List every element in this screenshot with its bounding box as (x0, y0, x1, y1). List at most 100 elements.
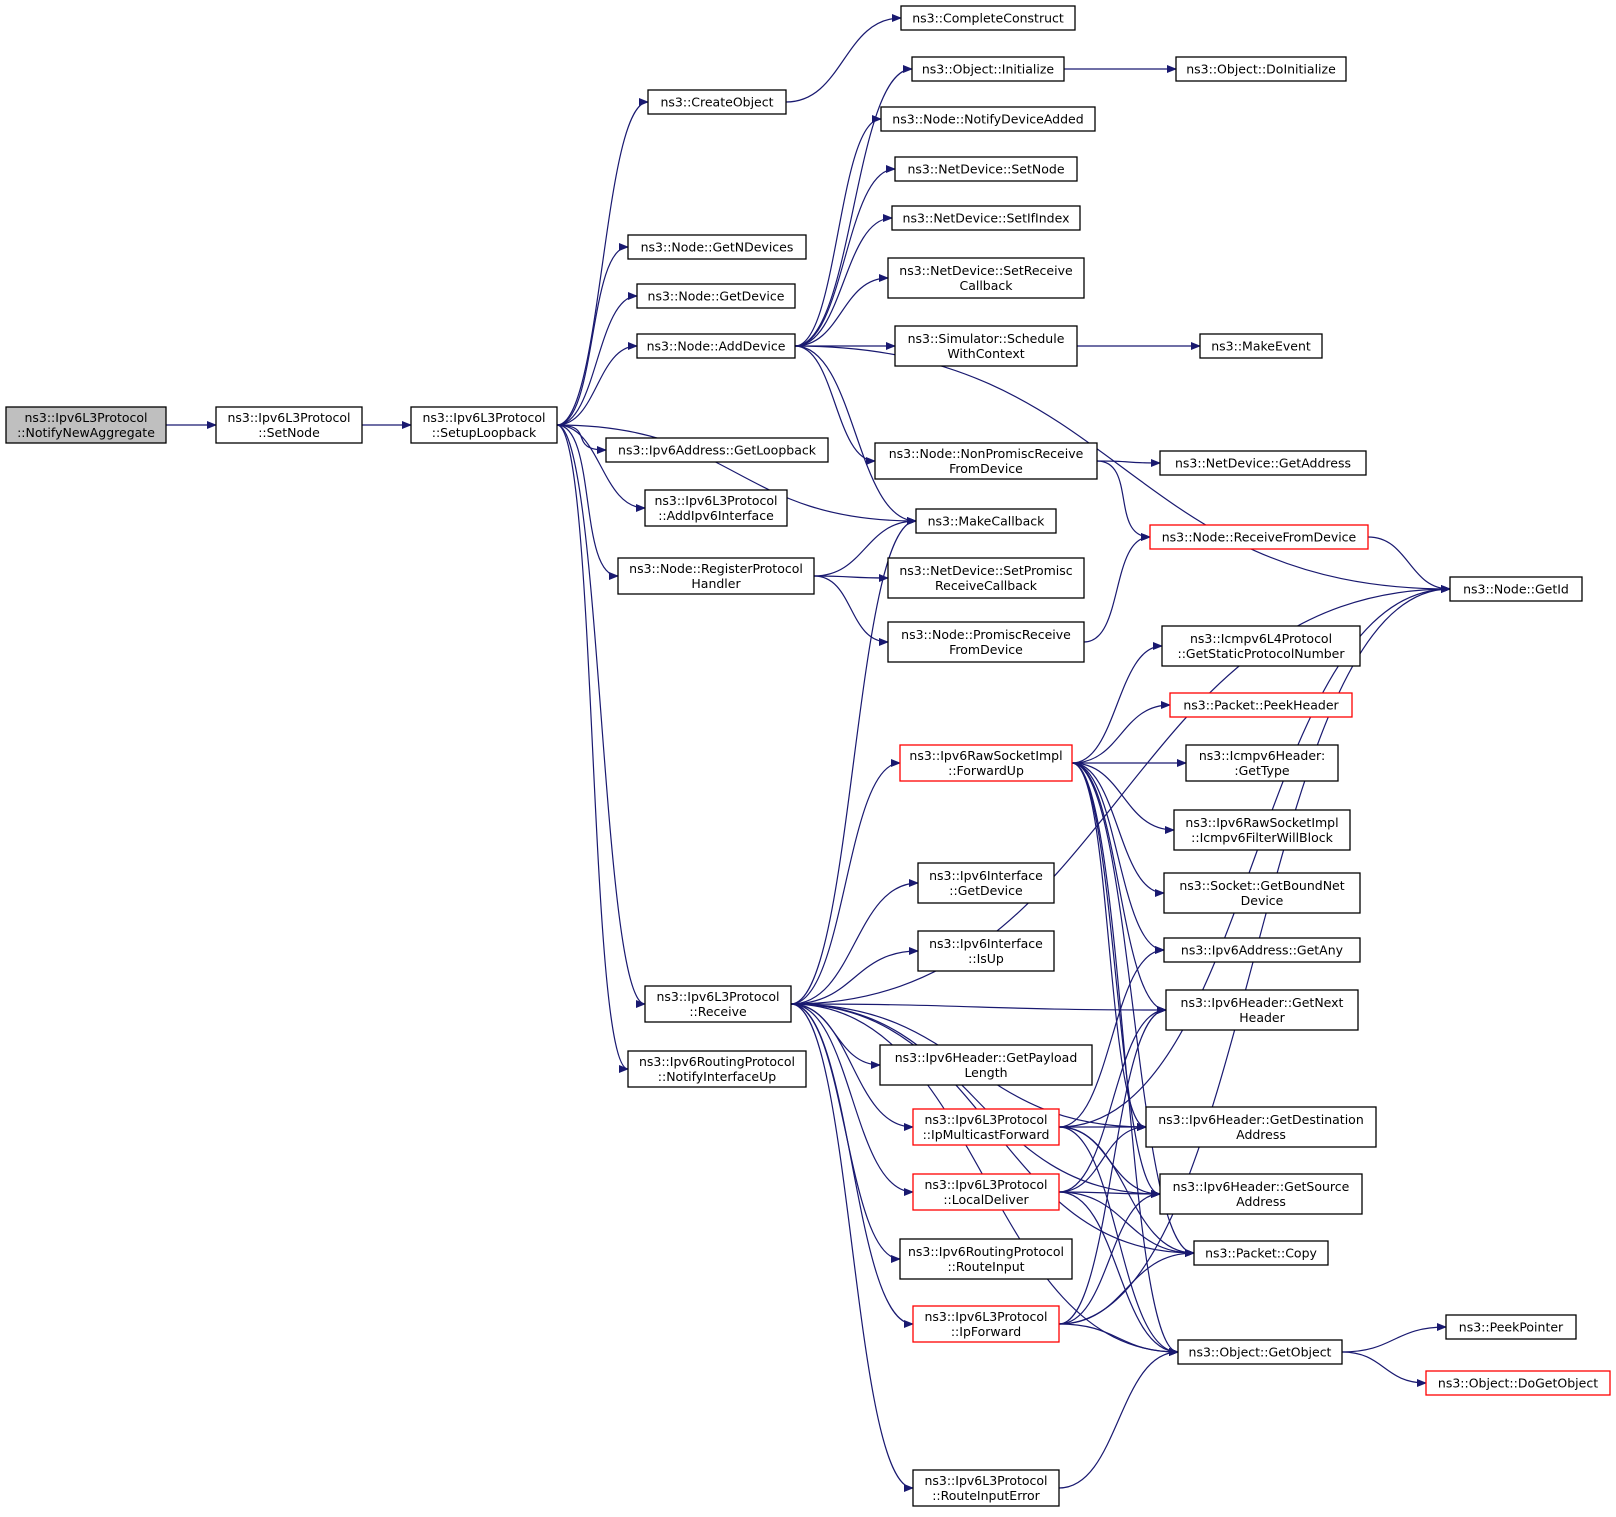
graph-node[interactable]: ns3::CreateObject (647, 89, 787, 115)
node-box (891, 205, 1081, 231)
call-edge (556, 243, 629, 426)
graph-node[interactable]: ns3::Packet::PeekHeader (1169, 692, 1353, 718)
graph-node[interactable]: ns3::Node::NotifyDeviceAdded (880, 106, 1096, 132)
call-edge (556, 424, 619, 580)
graph-node[interactable]: ns3::NetDevice::SetNode (894, 156, 1078, 182)
node-label: ::IsUp (968, 951, 1004, 966)
node-label: ns3::Ipv6RawSocketImpl (909, 748, 1062, 763)
graph-node[interactable]: ns3::Ipv6L3Protocol::SetNode (215, 406, 363, 444)
node-box (644, 985, 792, 1023)
call-edge (1071, 762, 1165, 897)
call-edge (1083, 533, 1151, 643)
graph-node[interactable]: ns3::MakeCallback (915, 508, 1057, 534)
call-edge (794, 274, 889, 347)
node-label: ns3::Ipv6L3Protocol (924, 1177, 1047, 1192)
node-box (1163, 937, 1361, 963)
graph-node[interactable]: ns3::Ipv6L3Protocol::LocalDeliver (912, 1173, 1060, 1211)
node-label: ns3::PeekPointer (1459, 1320, 1564, 1335)
node-box (912, 1173, 1060, 1211)
graph-node[interactable]: ns3::Ipv6L3Protocol::IpMulticastForward (912, 1108, 1060, 1146)
graph-node[interactable]: ns3::NetDevice::GetAddress (1159, 450, 1367, 476)
graph-node[interactable]: ns3::NetDevice::SetPromiscReceiveCallbac… (887, 557, 1085, 599)
graph-node[interactable]: ns3::Packet::Copy (1193, 1240, 1329, 1266)
graph-node[interactable]: ns3::Icmpv6Header::GetType (1185, 744, 1339, 782)
graph-node[interactable]: ns3::Node::AddDevice (636, 333, 796, 359)
node-box (880, 106, 1096, 132)
node-box (917, 862, 1055, 904)
graph-node[interactable]: ns3::Node::GetNDevices (627, 234, 807, 260)
graph-node[interactable]: ns3::Ipv6L3Protocol::NotifyNewAggregate (5, 406, 167, 444)
node-label: ns3::CompleteConstruct (912, 11, 1064, 26)
node-label: ns3::Ipv6L3Protocol (227, 410, 350, 425)
node-label: ns3::MakeCallback (928, 514, 1046, 529)
node-label: ::NotifyNewAggregate (17, 425, 155, 440)
graph-node[interactable]: ns3::Icmpv6L4Protocol::GetStaticProtocol… (1161, 625, 1361, 667)
node-label: ns3::Simulator::Schedule (908, 331, 1065, 346)
call-edge (556, 424, 917, 525)
call-edge (1058, 1190, 1161, 1325)
node-box (617, 557, 815, 595)
node-label: ns3::Ipv6L3Protocol (924, 1309, 1047, 1324)
graph-node[interactable]: ns3::Ipv6Address::GetLoopback (605, 437, 829, 463)
node-label: ::Receive (689, 1004, 747, 1019)
node-label: ns3::Object::DoInitialize (1186, 62, 1336, 77)
call-edge (1367, 536, 1451, 593)
graph-node[interactable]: ns3::Object::Initialize (911, 56, 1065, 82)
graph-node[interactable]: ns3::Node::ReceiveFromDevice (1149, 524, 1369, 550)
graph-node[interactable]: ns3::PeekPointer (1445, 1314, 1577, 1340)
graph-node[interactable]: ns3::Ipv6L3Protocol::IpForward (912, 1305, 1060, 1343)
call-edge (790, 1003, 914, 1492)
graph-node[interactable]: ns3::Object::DoInitialize (1175, 56, 1347, 82)
graph-node[interactable]: ns3::Ipv6RoutingProtocol::NotifyInterfac… (627, 1050, 807, 1088)
call-edge (790, 1003, 1167, 1014)
node-label: ::GetDevice (949, 883, 1023, 898)
graph-node[interactable]: ns3::Ipv6RawSocketImpl::ForwardUp (899, 744, 1073, 782)
graph-node[interactable]: ns3::MakeEvent (1199, 333, 1323, 359)
call-edge (790, 1003, 1161, 1198)
node-box (1169, 692, 1353, 718)
graph-node[interactable]: ns3::Object::DoGetObject (1425, 1370, 1611, 1396)
node-box (644, 489, 788, 527)
graph-node[interactable]: ns3::Ipv6L3Protocol::AddIpv6Interface (644, 489, 788, 527)
call-edge (790, 1003, 914, 1196)
graph-node[interactable]: ns3::Ipv6L3Protocol::RouteInputError (912, 1469, 1060, 1507)
call-edge (794, 345, 917, 525)
graph-node[interactable]: ns3::Ipv6RawSocketImpl::Icmpv6FilterWill… (1173, 809, 1351, 851)
graph-node[interactable]: ns3::CompleteConstruct (900, 5, 1076, 31)
graph-node[interactable]: ns3::Ipv6Interface::GetDevice (917, 862, 1055, 904)
graph-node[interactable]: ns3::Ipv6L3Protocol::SetupLoopback (410, 406, 558, 444)
graph-node[interactable]: ns3::Ipv6Interface::IsUp (917, 930, 1055, 972)
call-edge (1058, 1126, 1179, 1356)
graph-node[interactable]: ns3::Node::GetDevice (636, 283, 796, 309)
call-edge (1071, 762, 1161, 1198)
graph-node[interactable]: ns3::Object::GetObject (1177, 1339, 1343, 1365)
node-label: ns3::Object::GetObject (1189, 1345, 1332, 1360)
node-label: ns3::Node::PromiscReceive (901, 627, 1071, 642)
node-box (917, 930, 1055, 972)
graph-node[interactable]: ns3::Node::GetId (1449, 576, 1583, 602)
node-label: ns3::Icmpv6Header: (1199, 748, 1325, 763)
node-label: ns3::Node::GetNDevices (641, 240, 794, 255)
graph-node[interactable]: ns3::Ipv6L3Protocol::Receive (644, 985, 792, 1023)
call-edge (1058, 946, 1165, 1128)
graph-node[interactable]: ns3::Ipv6RoutingProtocol::RouteInput (899, 1238, 1073, 1280)
call-edge (790, 585, 1451, 1005)
node-label: Address (1236, 1127, 1286, 1142)
node-box (915, 508, 1057, 534)
node-label: ns3::Node::RegisterProtocol (629, 561, 803, 576)
graph-node[interactable]: ns3::NetDevice::SetIfIndex (891, 205, 1081, 231)
call-edge (1341, 1351, 1427, 1387)
call-edge (1071, 762, 1195, 1257)
graph-node[interactable]: ns3::Ipv6Address::GetAny (1163, 937, 1361, 963)
